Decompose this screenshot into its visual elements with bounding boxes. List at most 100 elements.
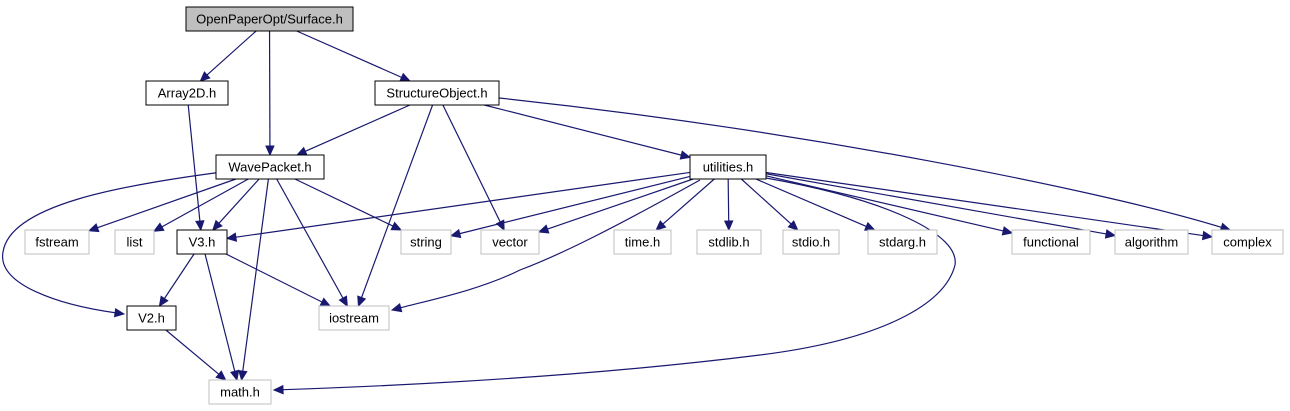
edge-utilities-to-iostream <box>390 179 701 313</box>
edge-line <box>498 97 1222 228</box>
node-box <box>613 229 672 255</box>
edge-utilities-to-stdio <box>740 178 799 231</box>
arrowhead-icon <box>199 71 211 82</box>
edge-line <box>163 253 195 299</box>
edge-utilities-to-functional <box>765 175 1014 236</box>
edge-line <box>459 175 691 235</box>
edge-line <box>765 171 1204 237</box>
node-label: StructureObject.h <box>386 86 487 101</box>
arrowhead-icon <box>449 228 462 239</box>
edge-structobj-to-iostream <box>357 104 434 308</box>
node-v3[interactable]: V3.h <box>176 229 228 255</box>
arrowhead-icon <box>863 221 876 231</box>
node-stdio: stdio.h <box>782 229 840 255</box>
edge-line <box>276 178 344 299</box>
edge-line <box>187 104 201 222</box>
edge-line <box>765 175 1004 232</box>
node-stdlib: stdlib.h <box>696 229 762 255</box>
arrowhead-icon <box>212 219 223 231</box>
arrowhead-icon <box>215 370 227 381</box>
node-array2d[interactable]: Array2D.h <box>145 80 229 106</box>
arrowhead-icon <box>787 220 799 231</box>
node-label: complex <box>1223 235 1272 250</box>
arrowhead-icon <box>390 302 403 313</box>
edge-line <box>242 178 269 372</box>
edge-line <box>442 104 501 223</box>
edges-layer <box>2 30 1232 395</box>
edge-line <box>235 171 691 238</box>
node-box <box>215 154 325 180</box>
arrowhead-icon <box>537 224 550 234</box>
edge-structobj-to-utilities <box>484 104 692 160</box>
edge-utilities-to-complex <box>765 171 1214 241</box>
node-box <box>208 379 272 405</box>
node-box <box>782 229 840 255</box>
node-label: Array2D.h <box>158 86 217 101</box>
edge-line <box>97 178 237 229</box>
arrowhead-icon <box>295 146 308 156</box>
node-box <box>1114 229 1189 255</box>
edge-line <box>305 104 411 152</box>
edge-utilities-to-math <box>272 177 956 395</box>
node-label: V3.h <box>189 235 216 250</box>
node-label: stdio.h <box>792 235 830 250</box>
node-box <box>185 6 354 32</box>
edge-line <box>662 178 715 225</box>
arrowhead-icon <box>1201 230 1214 241</box>
node-box <box>176 229 228 255</box>
edge-v3-to-iostream <box>225 253 332 307</box>
node-fstream: fstream <box>24 229 90 255</box>
edge-array2d-to-v3 <box>187 104 205 232</box>
arrowhead-icon <box>272 384 284 395</box>
node-label: iostream <box>329 311 379 326</box>
node-time: time.h <box>613 229 672 255</box>
node-label: OpenPaperOpt/Surface.h <box>196 12 343 27</box>
node-box <box>145 80 229 106</box>
edge-v3-to-math <box>204 253 240 382</box>
edge-utilities-to-string <box>449 175 691 239</box>
edge-v3-to-v2 <box>158 253 195 308</box>
node-box <box>114 229 155 255</box>
arrowhead-icon <box>319 297 332 307</box>
edge-line <box>165 329 220 375</box>
edge-structobj-to-complex <box>498 97 1232 232</box>
edge-line <box>225 253 323 303</box>
edge-line <box>727 178 730 222</box>
node-stdarg: stdarg.h <box>867 229 938 255</box>
edge-line <box>484 104 682 156</box>
edge-line <box>206 30 257 76</box>
node-label: algorithm <box>1125 235 1178 250</box>
arrowhead-icon <box>158 295 169 308</box>
arrowhead-icon <box>338 295 348 308</box>
node-functional: functional <box>1011 229 1091 255</box>
node-math: math.h <box>208 379 272 405</box>
node-box <box>696 229 762 255</box>
arrowhead-icon <box>113 307 126 318</box>
edge-utilities-to-vector <box>537 178 694 234</box>
edge-wavepacket-to-string <box>294 178 403 231</box>
node-box <box>480 229 540 255</box>
edge-utilities-to-v3 <box>225 171 691 242</box>
node-surface[interactable]: OpenPaperOpt/Surface.h <box>185 6 354 32</box>
node-box <box>689 154 767 180</box>
node-label: stdlib.h <box>708 235 749 250</box>
node-wavepacket[interactable]: WavePacket.h <box>215 154 325 180</box>
node-label: time.h <box>625 235 660 250</box>
arrowhead-icon <box>1104 229 1117 239</box>
node-string: string <box>400 229 452 255</box>
node-structobj[interactable]: StructureObject.h <box>374 80 500 106</box>
node-label: math.h <box>220 385 260 400</box>
node-box <box>374 80 500 106</box>
edge-line <box>218 178 260 224</box>
node-v2[interactable]: V2.h <box>126 305 177 331</box>
edge-v2-to-math <box>165 329 227 381</box>
node-vector: vector <box>480 229 540 255</box>
arrowhead-icon <box>195 220 205 232</box>
arrowhead-icon <box>390 221 403 231</box>
edge-line <box>755 178 867 227</box>
node-utilities[interactable]: utilities.h <box>689 154 767 180</box>
node-iostream: iostream <box>318 305 390 331</box>
node-list: list <box>114 229 155 255</box>
edge-wavepacket-to-math <box>238 178 269 382</box>
